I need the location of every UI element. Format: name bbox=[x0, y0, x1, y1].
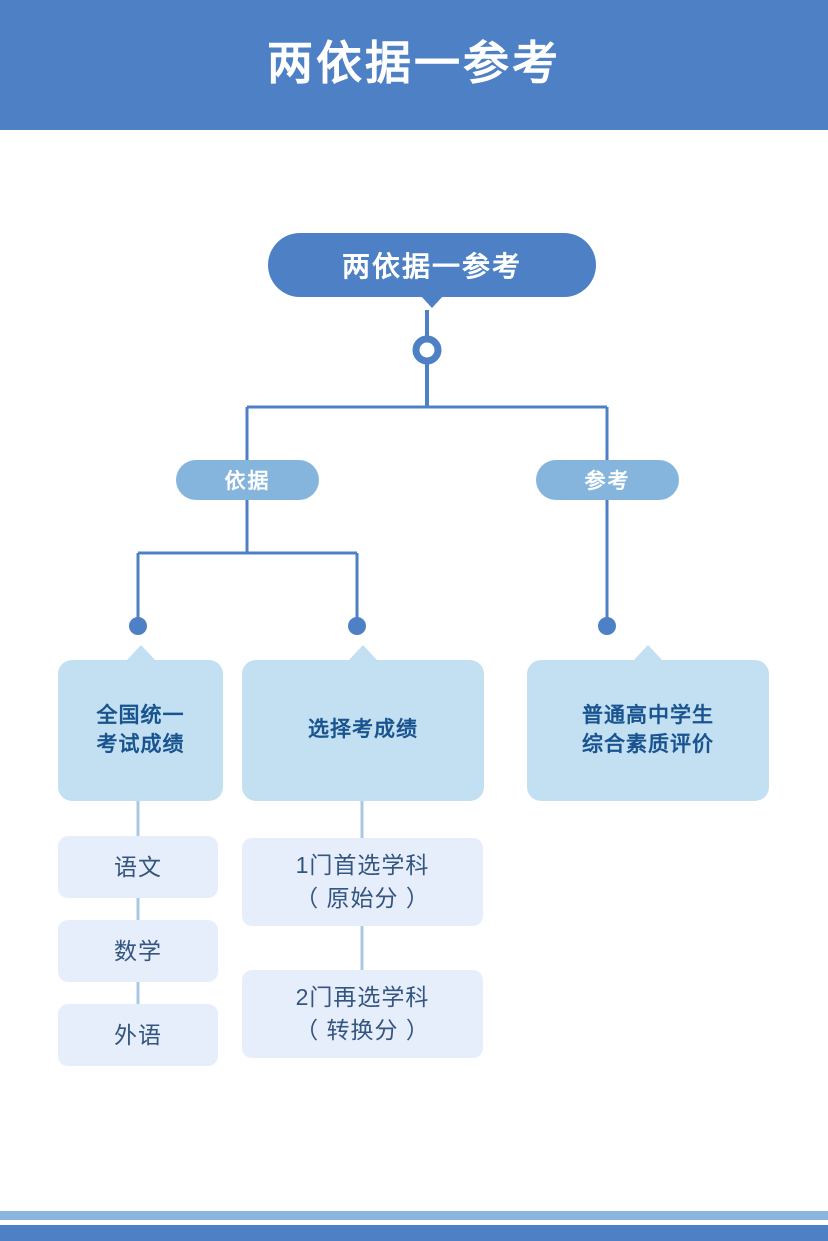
node-leaf-chinese[interactable]: 语文 bbox=[58, 836, 218, 898]
node-leaf-secondary-elective-label: 2门再选学科 （ 转换分 ） bbox=[295, 981, 430, 1046]
node-branch-cankao-label: 参考 bbox=[584, 470, 631, 493]
label-line-1: 2门再选学科 bbox=[295, 984, 430, 1011]
label-line-2: （ 转换分 ） bbox=[295, 1017, 430, 1043]
node-branch-yiju[interactable]: 依据 bbox=[176, 460, 319, 500]
label-line-2: 考试成绩 bbox=[96, 732, 185, 756]
pointer-triangle-icon bbox=[125, 645, 156, 661]
label-line-1: 普通高中学生 bbox=[582, 703, 714, 727]
node-leaf-primary-elective-label: 1门首选学科 （ 原始分 ） bbox=[295, 849, 430, 914]
node-leaf-secondary-elective[interactable]: 2门再选学科 （ 转换分 ） bbox=[242, 970, 483, 1058]
dot-gaokao-icon bbox=[129, 617, 147, 635]
pointer-triangle-icon bbox=[348, 645, 378, 661]
node-leaf-chinese-label: 语文 bbox=[114, 853, 162, 880]
dot-suzhi-icon bbox=[598, 617, 616, 635]
node-leaf-primary-elective[interactable]: 1门首选学科 （ 原始分 ） bbox=[242, 838, 483, 926]
page-title: 两依据一参考 bbox=[267, 38, 561, 89]
header-band bbox=[0, 0, 828, 130]
ring-connector-icon bbox=[412, 335, 442, 365]
label-line-1: 全国统一 bbox=[96, 703, 185, 727]
node-leaf-math[interactable]: 数学 bbox=[58, 920, 218, 982]
label-line-2: （ 原始分 ） bbox=[295, 885, 430, 911]
node-branch-yiju-label: 依据 bbox=[224, 470, 271, 493]
node-category-quality-evaluation[interactable]: 普通高中学生 综合素质评价 bbox=[527, 645, 769, 801]
node-leaf-math-label: 数学 bbox=[114, 937, 162, 964]
node-category-elective-exam-label: 选择考成绩 bbox=[308, 718, 418, 742]
node-root-label: 两依据一参考 bbox=[341, 251, 522, 282]
label-line-2: 综合素质评价 bbox=[582, 732, 714, 756]
node-category-national-exam[interactable]: 全国统一 考试成绩 bbox=[58, 645, 223, 801]
node-leaf-foreign-language-label: 外语 bbox=[114, 1021, 162, 1048]
footer-thin-bar bbox=[0, 1211, 828, 1220]
node-category-quality-evaluation-label: 普通高中学生 综合素质评价 bbox=[582, 702, 714, 760]
node-category-national-exam-label: 全国统一 考试成绩 bbox=[97, 702, 185, 760]
node-root[interactable]: 两依据一参考 bbox=[268, 233, 596, 308]
dot-xuanze-icon bbox=[348, 617, 366, 635]
node-category-elective-exam[interactable]: 选择考成绩 bbox=[242, 645, 484, 801]
pointer-triangle-icon bbox=[633, 645, 663, 661]
footer-thick-bar bbox=[0, 1225, 828, 1241]
node-leaf-foreign-language[interactable]: 外语 bbox=[58, 1004, 218, 1066]
label-line-1: 1门首选学科 bbox=[295, 852, 430, 879]
node-branch-cankao[interactable]: 参考 bbox=[536, 460, 679, 500]
